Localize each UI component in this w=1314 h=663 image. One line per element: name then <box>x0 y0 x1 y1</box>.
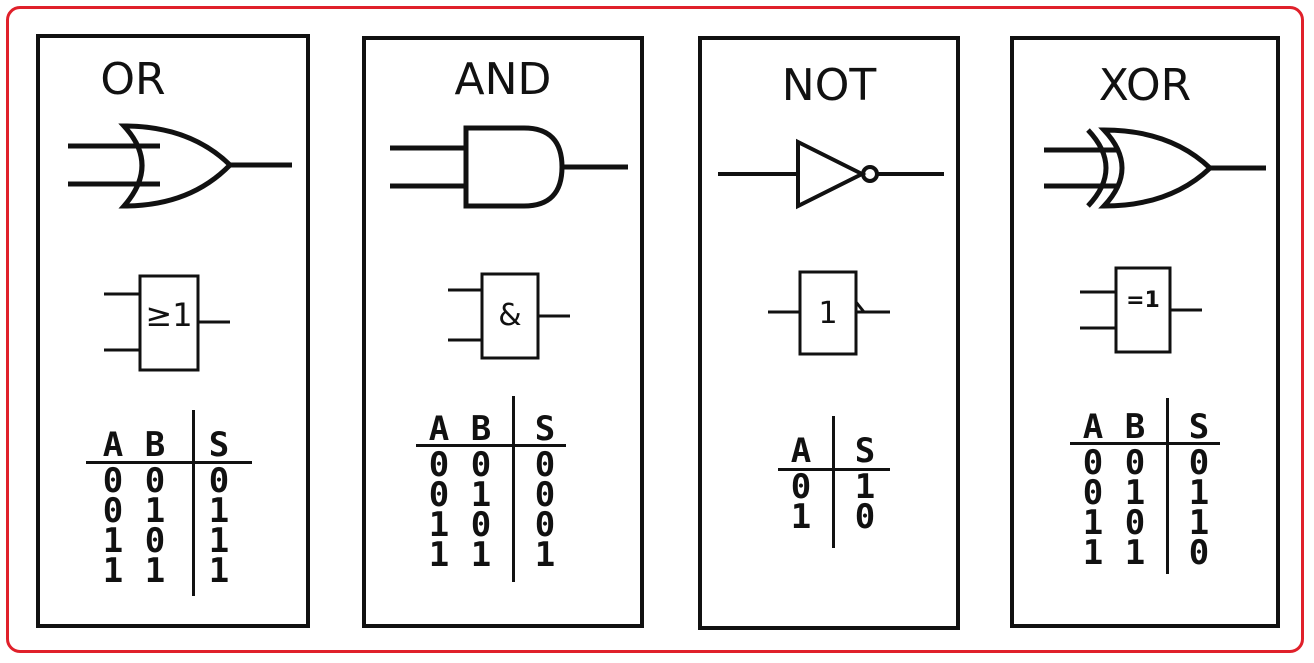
and-title: AND <box>454 54 552 105</box>
header-a: A <box>102 425 124 465</box>
or-title: OR <box>100 54 166 105</box>
or-gate-ansi-symbol <box>68 123 292 209</box>
not-iec-label: 1 <box>818 296 838 331</box>
or-table-divider-v <box>192 410 195 596</box>
and-iec-label: & <box>498 298 522 333</box>
not-table-divider-v <box>832 416 835 548</box>
and-table-divider-h <box>416 444 566 447</box>
and-gate-ansi-symbol <box>390 125 628 209</box>
not-gate-iec-symbol <box>768 270 890 356</box>
xor-table-divider-h <box>1070 442 1220 445</box>
xor-title: XOR <box>1098 60 1192 111</box>
or-gate-iec-symbol <box>104 274 230 372</box>
header-b: B <box>144 425 166 465</box>
xor-gate-ansi-symbol <box>1044 127 1266 209</box>
header-s: S <box>208 425 230 465</box>
table-header-row: A B S <box>92 425 240 465</box>
table-header-row: A B S <box>428 409 556 449</box>
outer-frame <box>6 6 1304 653</box>
or-iec-label: ≥1 <box>145 296 193 334</box>
xor-gate-iec-symbol <box>1080 266 1202 354</box>
not-title: NOT <box>781 60 877 111</box>
xor-iec-label: =1 <box>1126 288 1160 313</box>
and-table-divider-v <box>512 396 515 582</box>
and-gate-iec-symbol <box>448 272 570 360</box>
xor-table-divider-v <box>1166 398 1169 574</box>
table-header-row: A B S <box>1082 407 1210 447</box>
not-gate-ansi-symbol <box>718 138 944 210</box>
table-header-row: A S <box>790 431 876 471</box>
or-table-divider-h <box>86 461 252 464</box>
